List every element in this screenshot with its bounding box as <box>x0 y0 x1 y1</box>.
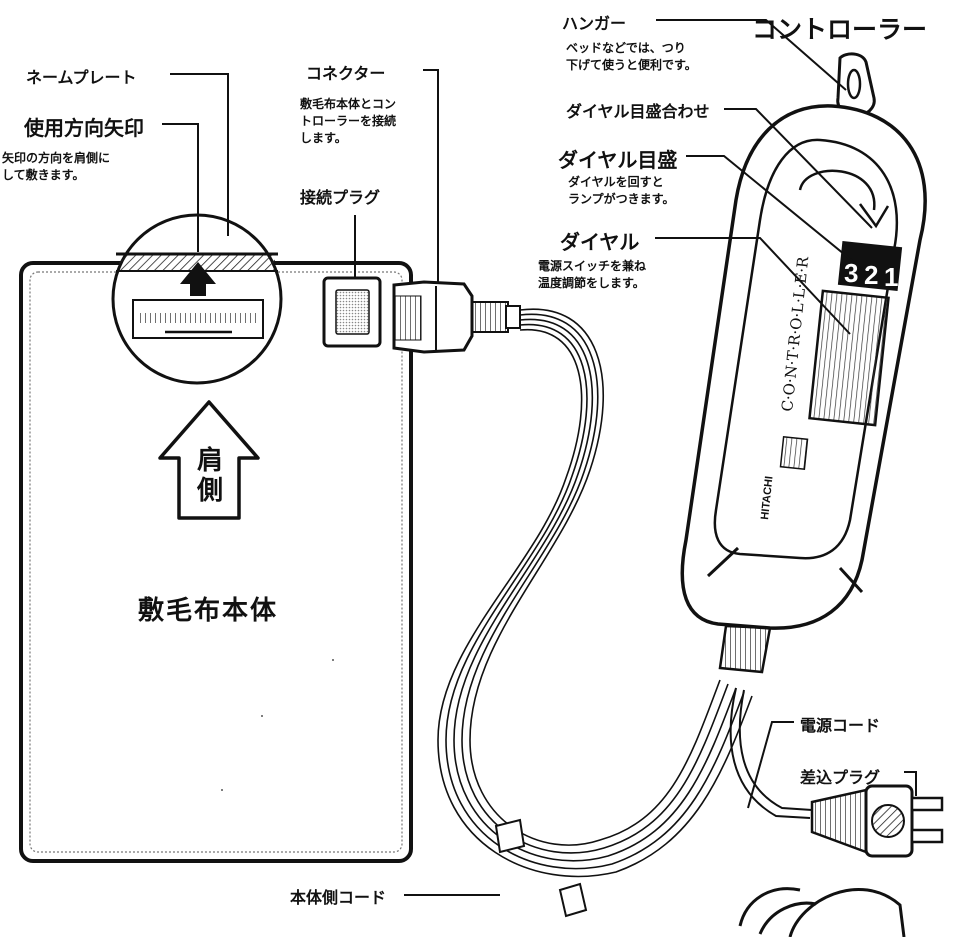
direction-desc: 矢印の方向を肩側に して敷きます。 <box>2 150 110 184</box>
dial-desc-line: 電源スイッチを兼ね <box>538 259 647 273</box>
dial-desc-line: 温度調節をします。 <box>538 276 645 290</box>
direction-desc-line: 矢印の方向を肩側に <box>2 151 111 165</box>
outlet-plug-icon <box>810 784 944 858</box>
name-plate-label: ネームプレート <box>26 68 137 87</box>
blanket-body-label: 敷毛布本体 <box>138 596 279 626</box>
connector-icon <box>392 280 521 354</box>
connection-plug-label: 接続プラグ <box>300 188 381 207</box>
hanger-desc: ベッドなどでは、つり 下げて使うと便利です。 <box>566 40 697 74</box>
dial-scale-desc-line: ダイヤルを回すと <box>568 175 664 189</box>
connector-desc-line: します。 <box>300 131 347 145</box>
dial-digit: 1 <box>884 262 898 292</box>
power-cord-label: 電源コード <box>800 716 881 735</box>
outlet-plug-label: 差込プラグ <box>800 768 881 787</box>
connector-desc-line: 敷毛布本体とコン <box>300 97 397 111</box>
direction-arrow-label: 使用方向矢印 <box>24 116 144 140</box>
controller-title: コントローラー <box>752 15 928 44</box>
dial-scale-align-label: ダイヤル目盛合わせ <box>566 102 710 121</box>
body-cord <box>437 308 753 918</box>
shoulder-char: 側 <box>196 476 223 506</box>
power-cord <box>729 687 813 819</box>
connection-plug-icon <box>322 276 382 348</box>
controller-body <box>680 52 927 674</box>
connector-desc: 敷毛布本体とコン トローラーを接続 します。 <box>300 96 396 147</box>
controller-brand: HITACHI <box>759 476 776 521</box>
dial-scale-label: ダイヤル目盛 <box>558 148 678 172</box>
dial-digit: 2 <box>864 260 878 290</box>
hanger-label: ハンガー <box>562 14 627 33</box>
shoulder-char: 肩 <box>196 446 223 476</box>
connector-desc-line: トローラーを接続 <box>300 114 397 128</box>
hanger-desc-line: ベッドなどでは、つり <box>566 41 686 55</box>
dial-label: ダイヤル <box>560 230 640 254</box>
direction-desc-line: して敷きます。 <box>2 168 85 182</box>
dial-scale-desc: ダイヤルを回すと ランプがつきます。 <box>568 174 674 208</box>
shoulder-arrow-icon <box>158 400 260 520</box>
dial-digit: 3 <box>844 258 858 288</box>
connector-label: コネクター <box>306 64 386 83</box>
body-cord-label: 本体側コード <box>290 888 387 907</box>
dial-scale-desc-line: ランプがつきます。 <box>568 192 675 206</box>
hanger-desc-line: 下げて使うと便利です。 <box>566 58 697 72</box>
hand-illustration <box>738 887 906 937</box>
shoulder-side-label: 肩 側 <box>190 446 230 506</box>
dial-desc: 電源スイッチを兼ね 温度調節をします。 <box>538 258 646 292</box>
leader-lines <box>162 19 917 896</box>
